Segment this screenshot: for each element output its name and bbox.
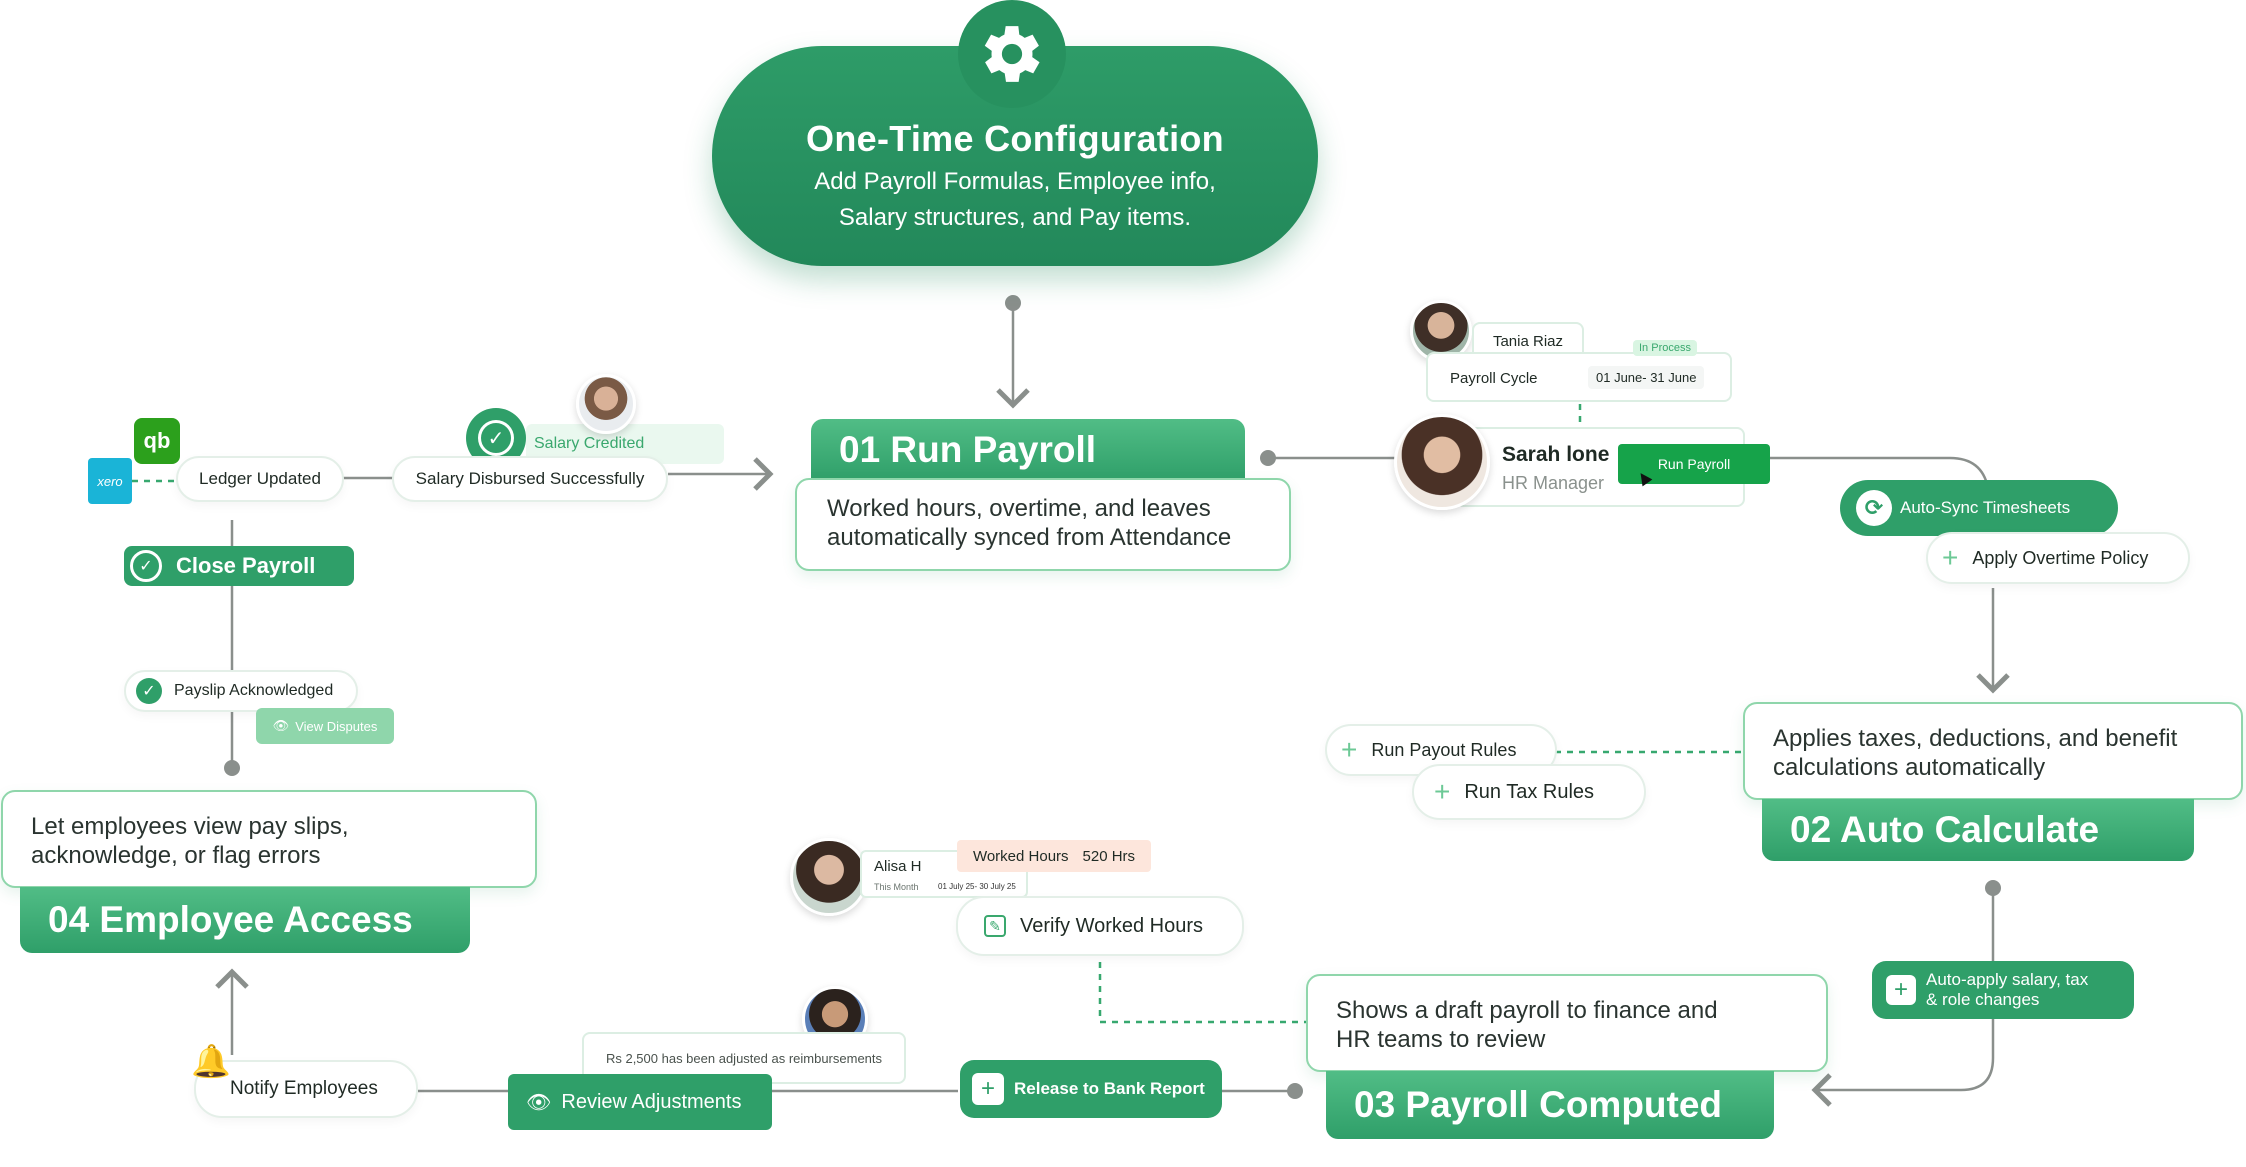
step-employee-access-description: Let employees view pay slips, acknowledg… [1,790,537,888]
desc-line: calculations automatically [1773,754,2046,781]
review-adjustments[interactable]: 👁 Review Adjustments [508,1074,772,1130]
configuration-subtitle-line2: Salary structures, and Pay items. [838,204,1192,231]
view-disputes-button[interactable]: 👁 View Disputes [256,708,394,744]
payroll-cycle-card: Payroll Cycle 01 June- 31 June [1426,352,1732,402]
auto-apply-changes[interactable]: + Auto-apply salary, tax & role changes [1872,961,2134,1019]
desc-line: Worked hours, overtime, and leaves [827,495,1211,522]
sync-icon: ⟳ [1856,490,1892,526]
check-icon: ✓ [478,420,514,456]
plus-icon: + [972,1073,1004,1105]
close-payroll[interactable]: ✓ Close Payroll [124,546,354,586]
eye-icon: 👁 [272,718,290,733]
view-disputes-label: View Disputes [295,718,378,734]
employee-avatar [790,838,868,916]
run-payroll-button-label: Run Payroll [1657,456,1731,472]
auto-apply-text: Auto-apply salary, tax & role changes [1926,970,2088,1010]
edit-icon: ✎ [984,915,1006,937]
step-payroll-computed-description: Shows a draft payroll to finance and HR … [1306,974,1828,1072]
step-payroll-computed-label: 03 Payroll Computed [1354,1084,1723,1125]
auto-sync-timesheets[interactable]: ⟳ Auto-Sync Timesheets [1840,480,2118,536]
release-to-bank-label: Release to Bank Report [1014,1079,1205,1098]
run-tax-rules-label: Run Tax Rules [1464,780,1595,803]
review-adjustments-label: Review Adjustments [561,1090,742,1113]
auto-apply-line: & role changes [1926,990,2040,1009]
manager-role: HR Manager [1502,473,1605,493]
apply-overtime-label: Apply Overtime Policy [1972,547,2149,568]
payslip-acknowledged: ✓ Payslip Acknowledged [124,670,358,712]
apply-overtime-policy[interactable]: + Apply Overtime Policy [1926,532,2190,584]
manager-name: Sarah lone [1502,443,1610,466]
desc-line: HR teams to review [1336,1026,1546,1053]
step-payroll-computed-tab[interactable]: 03 Payroll Computed [1326,1071,1774,1139]
check-icon: ✓ [136,678,162,704]
plus-icon: + [1942,542,1959,573]
salary-credited-label: Salary Credited [534,435,645,452]
worked-hours-label: Worked Hours [972,847,1069,865]
step-employee-access-label: 04 Employee Access [48,899,413,940]
payroll-cycle-dates: 01 June- 31 June [1588,366,1705,389]
plus-icon: + [1886,975,1916,1005]
xero-logo: xero [88,458,132,504]
release-to-bank-report[interactable]: + Release to Bank Report [960,1060,1222,1118]
run-payroll-button[interactable]: Run Payroll [1618,444,1770,484]
auto-apply-line: Auto-apply salary, tax [1926,970,2089,989]
adjustment-note-text: Rs 2,500 has been adjusted as reimbursem… [605,1050,883,1066]
step-employee-access-tab[interactable]: 04 Employee Access [20,887,470,953]
step-auto-calculate-label: 02 Auto Calculate [1790,809,2100,850]
desc-line: Applies taxes, deductions, and benefit [1773,725,2178,752]
status-badge: In Process [1633,340,1697,356]
step-run-payroll-tab[interactable]: 01 Run Payroll [811,419,1245,481]
quickbooks-text: qb [143,428,171,453]
eye-icon: 👁 [526,1091,552,1114]
salary-disbursed-label: Salary Disbursed Successfully [415,469,645,488]
check-circle-icon: ✓ [130,550,162,582]
desc-line: acknowledge, or flag errors [31,842,321,869]
ledger-updated-label: Ledger Updated [199,469,321,488]
employee-name: Tania Riaz [1492,332,1564,350]
plus-icon: + [1341,734,1358,765]
verify-worked-hours[interactable]: ✎ Verify Worked Hours [956,896,1244,956]
gear-icon [958,0,1066,108]
desc-line: automatically synced from Attendance [827,524,1232,551]
employee-avatar [1410,300,1472,362]
notify-employees[interactable]: Notify Employees [194,1060,418,1118]
payslip-acknowledged-label: Payslip Acknowledged [174,682,334,699]
step-auto-calculate-description: Applies taxes, deductions, and benefit c… [1743,702,2243,800]
manager-avatar [1394,414,1490,510]
configuration-subtitle: Add Payroll Formulas, Employee info, Sal… [712,164,1318,236]
step-auto-calculate-tab[interactable]: 02 Auto Calculate [1762,799,2194,861]
payroll-cycle-label: Payroll Cycle [1450,370,1538,387]
employee-avatar [576,374,636,434]
plus-icon: + [1434,776,1451,807]
verify-worked-hours-label: Verify Worked Hours [1020,914,1204,937]
bell-icon: 🔔 [191,1043,231,1079]
desc-line: Shows a draft payroll to finance and [1336,997,1718,1024]
worked-hours-tag: Worked Hours 520 Hrs [957,840,1151,872]
salary-disbursed: Salary Disbursed Successfully [392,456,668,502]
auto-sync-label: Auto-Sync Timesheets [1900,498,2071,517]
desc-line: Let employees view pay slips, [31,813,349,840]
run-tax-rules[interactable]: + Run Tax Rules [1412,764,1646,820]
employee-name: Alisa H [874,858,922,875]
configuration-title: One-Time Configuration [806,118,1224,159]
step-run-payroll-description: Worked hours, overtime, and leaves autom… [795,478,1291,571]
quickbooks-logo: qb [134,418,180,464]
ledger-updated: Ledger Updated [176,456,344,502]
step-run-payroll-label: 01 Run Payroll [839,429,1097,470]
configuration-subtitle-line1: Add Payroll Formulas, Employee info, [814,168,1216,195]
close-payroll-label: Close Payroll [176,553,316,578]
date-range: 01 July 25- 30 July 25 [938,882,1016,891]
this-month-label: This Month [874,882,919,892]
notify-employees-label: Notify Employees [230,1078,378,1099]
run-payout-rules-label: Run Payout Rules [1371,739,1517,760]
xero-text: xero [97,473,123,489]
worked-hours-value: 520 Hrs [1082,847,1136,865]
